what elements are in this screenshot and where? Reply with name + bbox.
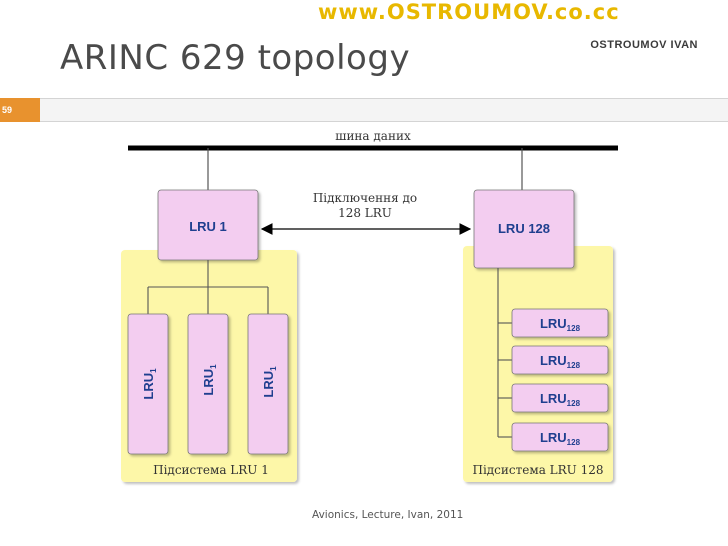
left-sub-lru-label-1: LRU1 [141,368,158,400]
right-sub-lru-3 [511,383,609,413]
right-sub-lru-label-4: LRU128 [540,430,581,447]
right-sub-lru-2 [511,345,609,375]
bus-label: шина даних [335,129,411,143]
slide-title: ARINC 629 topology [60,38,411,78]
header-rule [40,98,728,122]
lru-128-label: LRU 128 [498,221,550,236]
right-subsystem-label: Підсистема LRU 128 [472,463,603,477]
slide-number: 59 [0,98,40,122]
left-sub-lru-3 [247,313,289,455]
right-sub-lru-4 [511,422,609,452]
lru-128-box [473,189,575,269]
lru-1-label: LRU 1 [189,219,227,234]
left-sub-lru-label-2: LRU1 [201,364,218,396]
right-sub-lru-label-2: LRU128 [540,353,581,370]
left-subsystem-label: Підсистема LRU 1 [153,463,269,477]
right-sub-lru-label-3: LRU128 [540,391,581,408]
author-name: OSTROUMOV IVAN [590,39,698,51]
footer-text: Avionics, Lecture, Ivan, 2011 [312,509,464,521]
right-sub-lru-label-1: LRU128 [540,316,581,333]
left-sub-lru-2 [187,313,229,455]
connection-label-line2: 128 LRU [338,206,392,220]
left-sub-lru-1 [127,313,169,455]
left-sub-lru-label-3: LRU1 [261,366,278,398]
site-url[interactable]: www.OSTROUMOV.co.cc [318,0,620,24]
connection-label-line1: Підключення до [313,191,417,205]
right-sub-lru-1 [511,308,609,338]
